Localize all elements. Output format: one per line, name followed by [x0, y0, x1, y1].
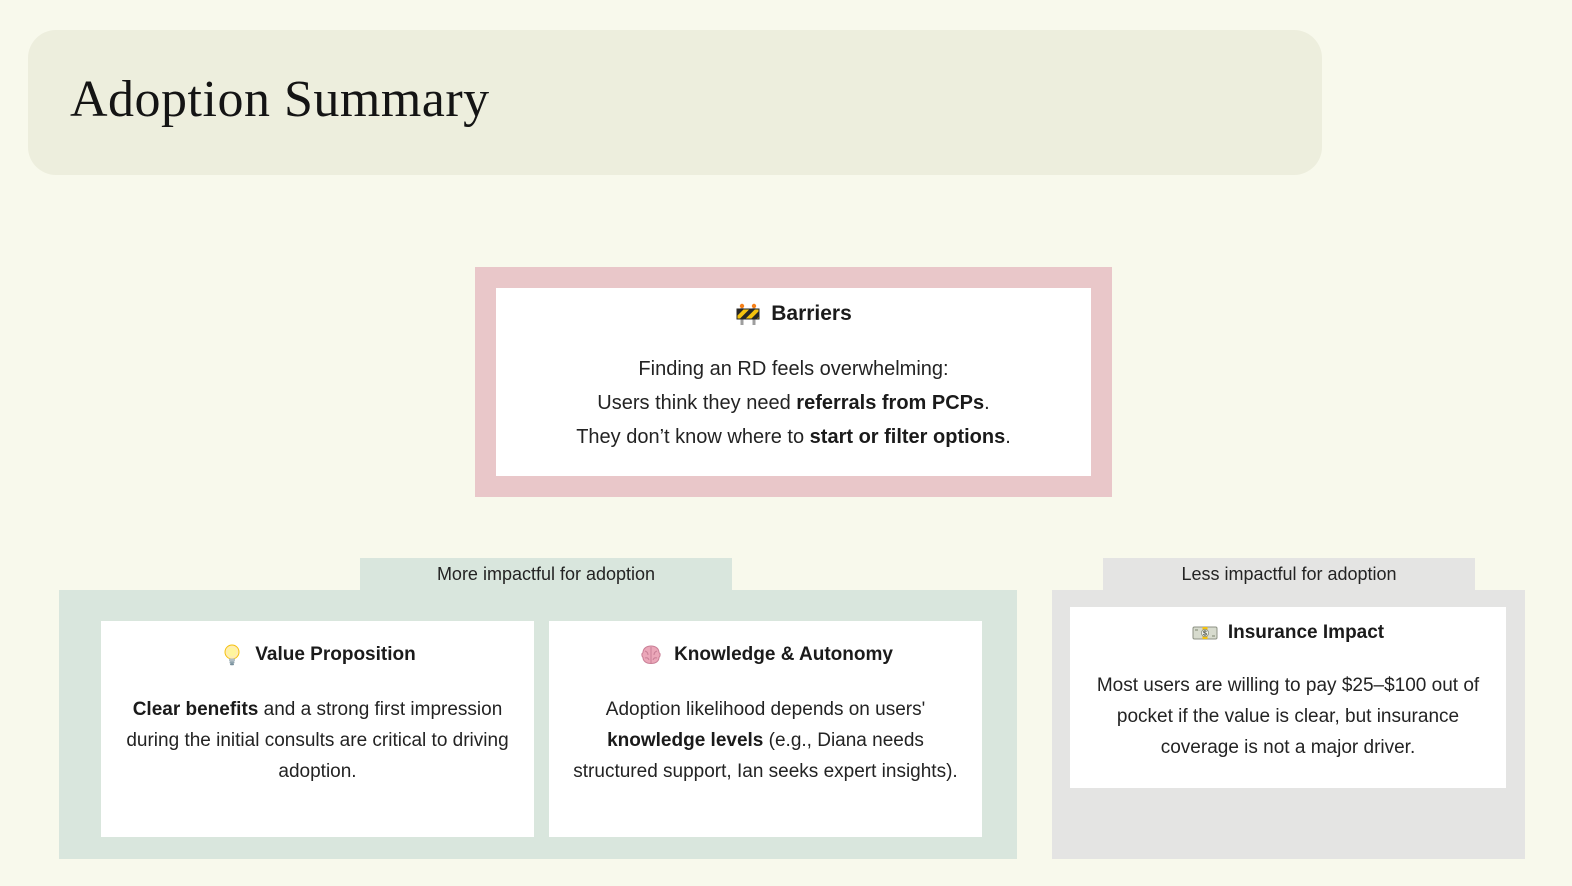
value-proposition-card: Value Proposition Clear benefits and a s…	[101, 621, 534, 837]
page-title: Adoption Summary	[70, 71, 490, 128]
light-bulb-icon	[219, 642, 245, 668]
group-label-text: More impactful for adoption	[436, 563, 656, 584]
value-proposition-title-row: Value Proposition	[125, 642, 510, 668]
knowledge-autonomy-body: Adoption likelihood depends on users' kn…	[573, 699, 958, 782]
dollar-banknote-icon: $	[1192, 620, 1218, 646]
group-label-less-impactful: Less impactful for adoption	[1103, 558, 1475, 590]
barriers-line: Finding an RD feels overwhelming:	[638, 358, 949, 380]
group-label-text: Less impactful for adoption	[1181, 563, 1397, 584]
knowledge-autonomy-title: Knowledge & Autonomy	[674, 644, 893, 665]
insurance-impact-title: Insurance Impact	[1227, 622, 1385, 643]
group-less-impactful: $ Insurance Impact Most users are willin…	[1052, 590, 1525, 859]
insurance-impact-title-row: $ Insurance Impact	[1090, 620, 1486, 646]
value-proposition-body: Clear benefits and a strong first impres…	[126, 699, 509, 782]
barriers-line: They don’t know where to start or filter…	[576, 426, 1011, 448]
group-more-impactful: Value Proposition Clear benefits and a s…	[59, 590, 1017, 859]
barriers-card-title-row: Barriers	[496, 301, 1091, 327]
barriers-card-body: Finding an RD feels overwhelming: Users …	[496, 352, 1091, 454]
barriers-card-title: Barriers	[771, 302, 852, 325]
value-proposition-title: Value Proposition	[255, 644, 416, 665]
barriers-card-inner: Barriers Finding an RD feels overwhelmin…	[496, 288, 1091, 476]
barriers-line: Users think they need referrals from PCP…	[597, 392, 990, 414]
brain-icon	[638, 642, 664, 668]
header-banner: Adoption Summary	[28, 30, 1322, 175]
knowledge-autonomy-title-row: Knowledge & Autonomy	[573, 642, 958, 668]
construction-sign-icon	[735, 301, 761, 327]
barriers-card: Barriers Finding an RD feels overwhelmin…	[475, 267, 1112, 497]
svg-text:$: $	[1203, 631, 1207, 638]
group-label-more-impactful: More impactful for adoption	[360, 558, 732, 590]
insurance-impact-body: Most users are willing to pay $25–$100 o…	[1096, 675, 1480, 758]
knowledge-autonomy-card: Knowledge & Autonomy Adoption likelihood…	[549, 621, 982, 837]
insurance-impact-card: $ Insurance Impact Most users are willin…	[1070, 607, 1506, 788]
